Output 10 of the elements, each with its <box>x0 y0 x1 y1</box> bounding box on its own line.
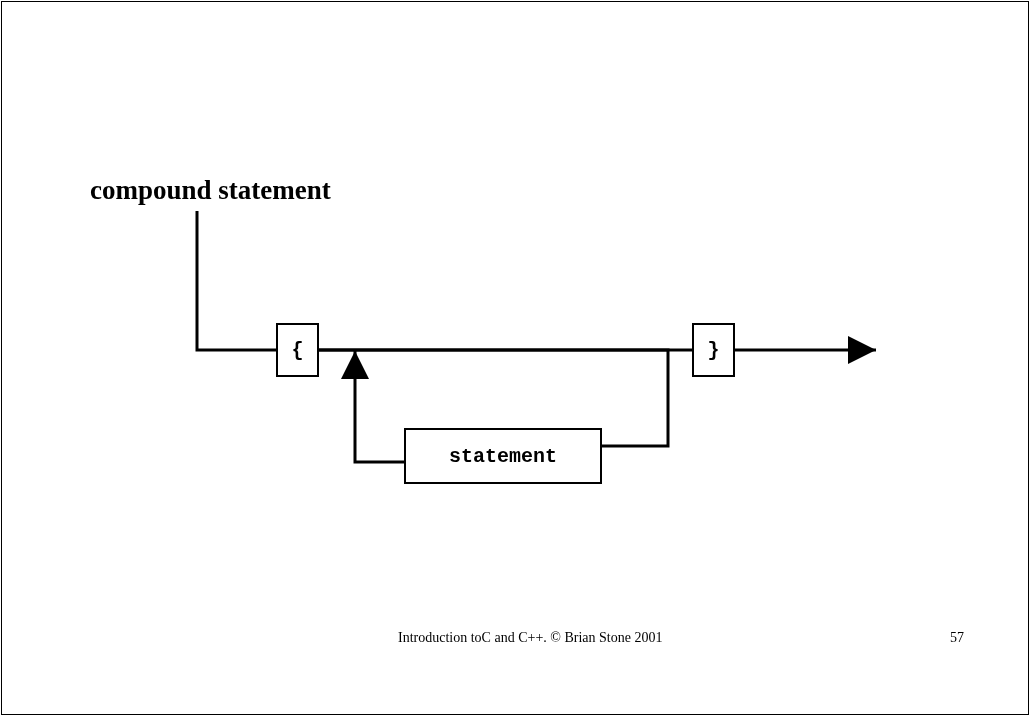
nonterminal-box: statement <box>404 428 602 484</box>
arrow <box>341 351 404 464</box>
arrow <box>735 336 876 364</box>
terminal-box: { <box>276 323 319 377</box>
footer-note: Introduction toC and C++. © Brian Stone 2001 <box>398 630 663 646</box>
connector-line <box>319 348 670 448</box>
diagram-heading: compound statement <box>90 170 331 210</box>
terminal-box: } <box>692 323 735 377</box>
page-number: 57 <box>950 630 964 646</box>
connector-line <box>195 211 276 352</box>
